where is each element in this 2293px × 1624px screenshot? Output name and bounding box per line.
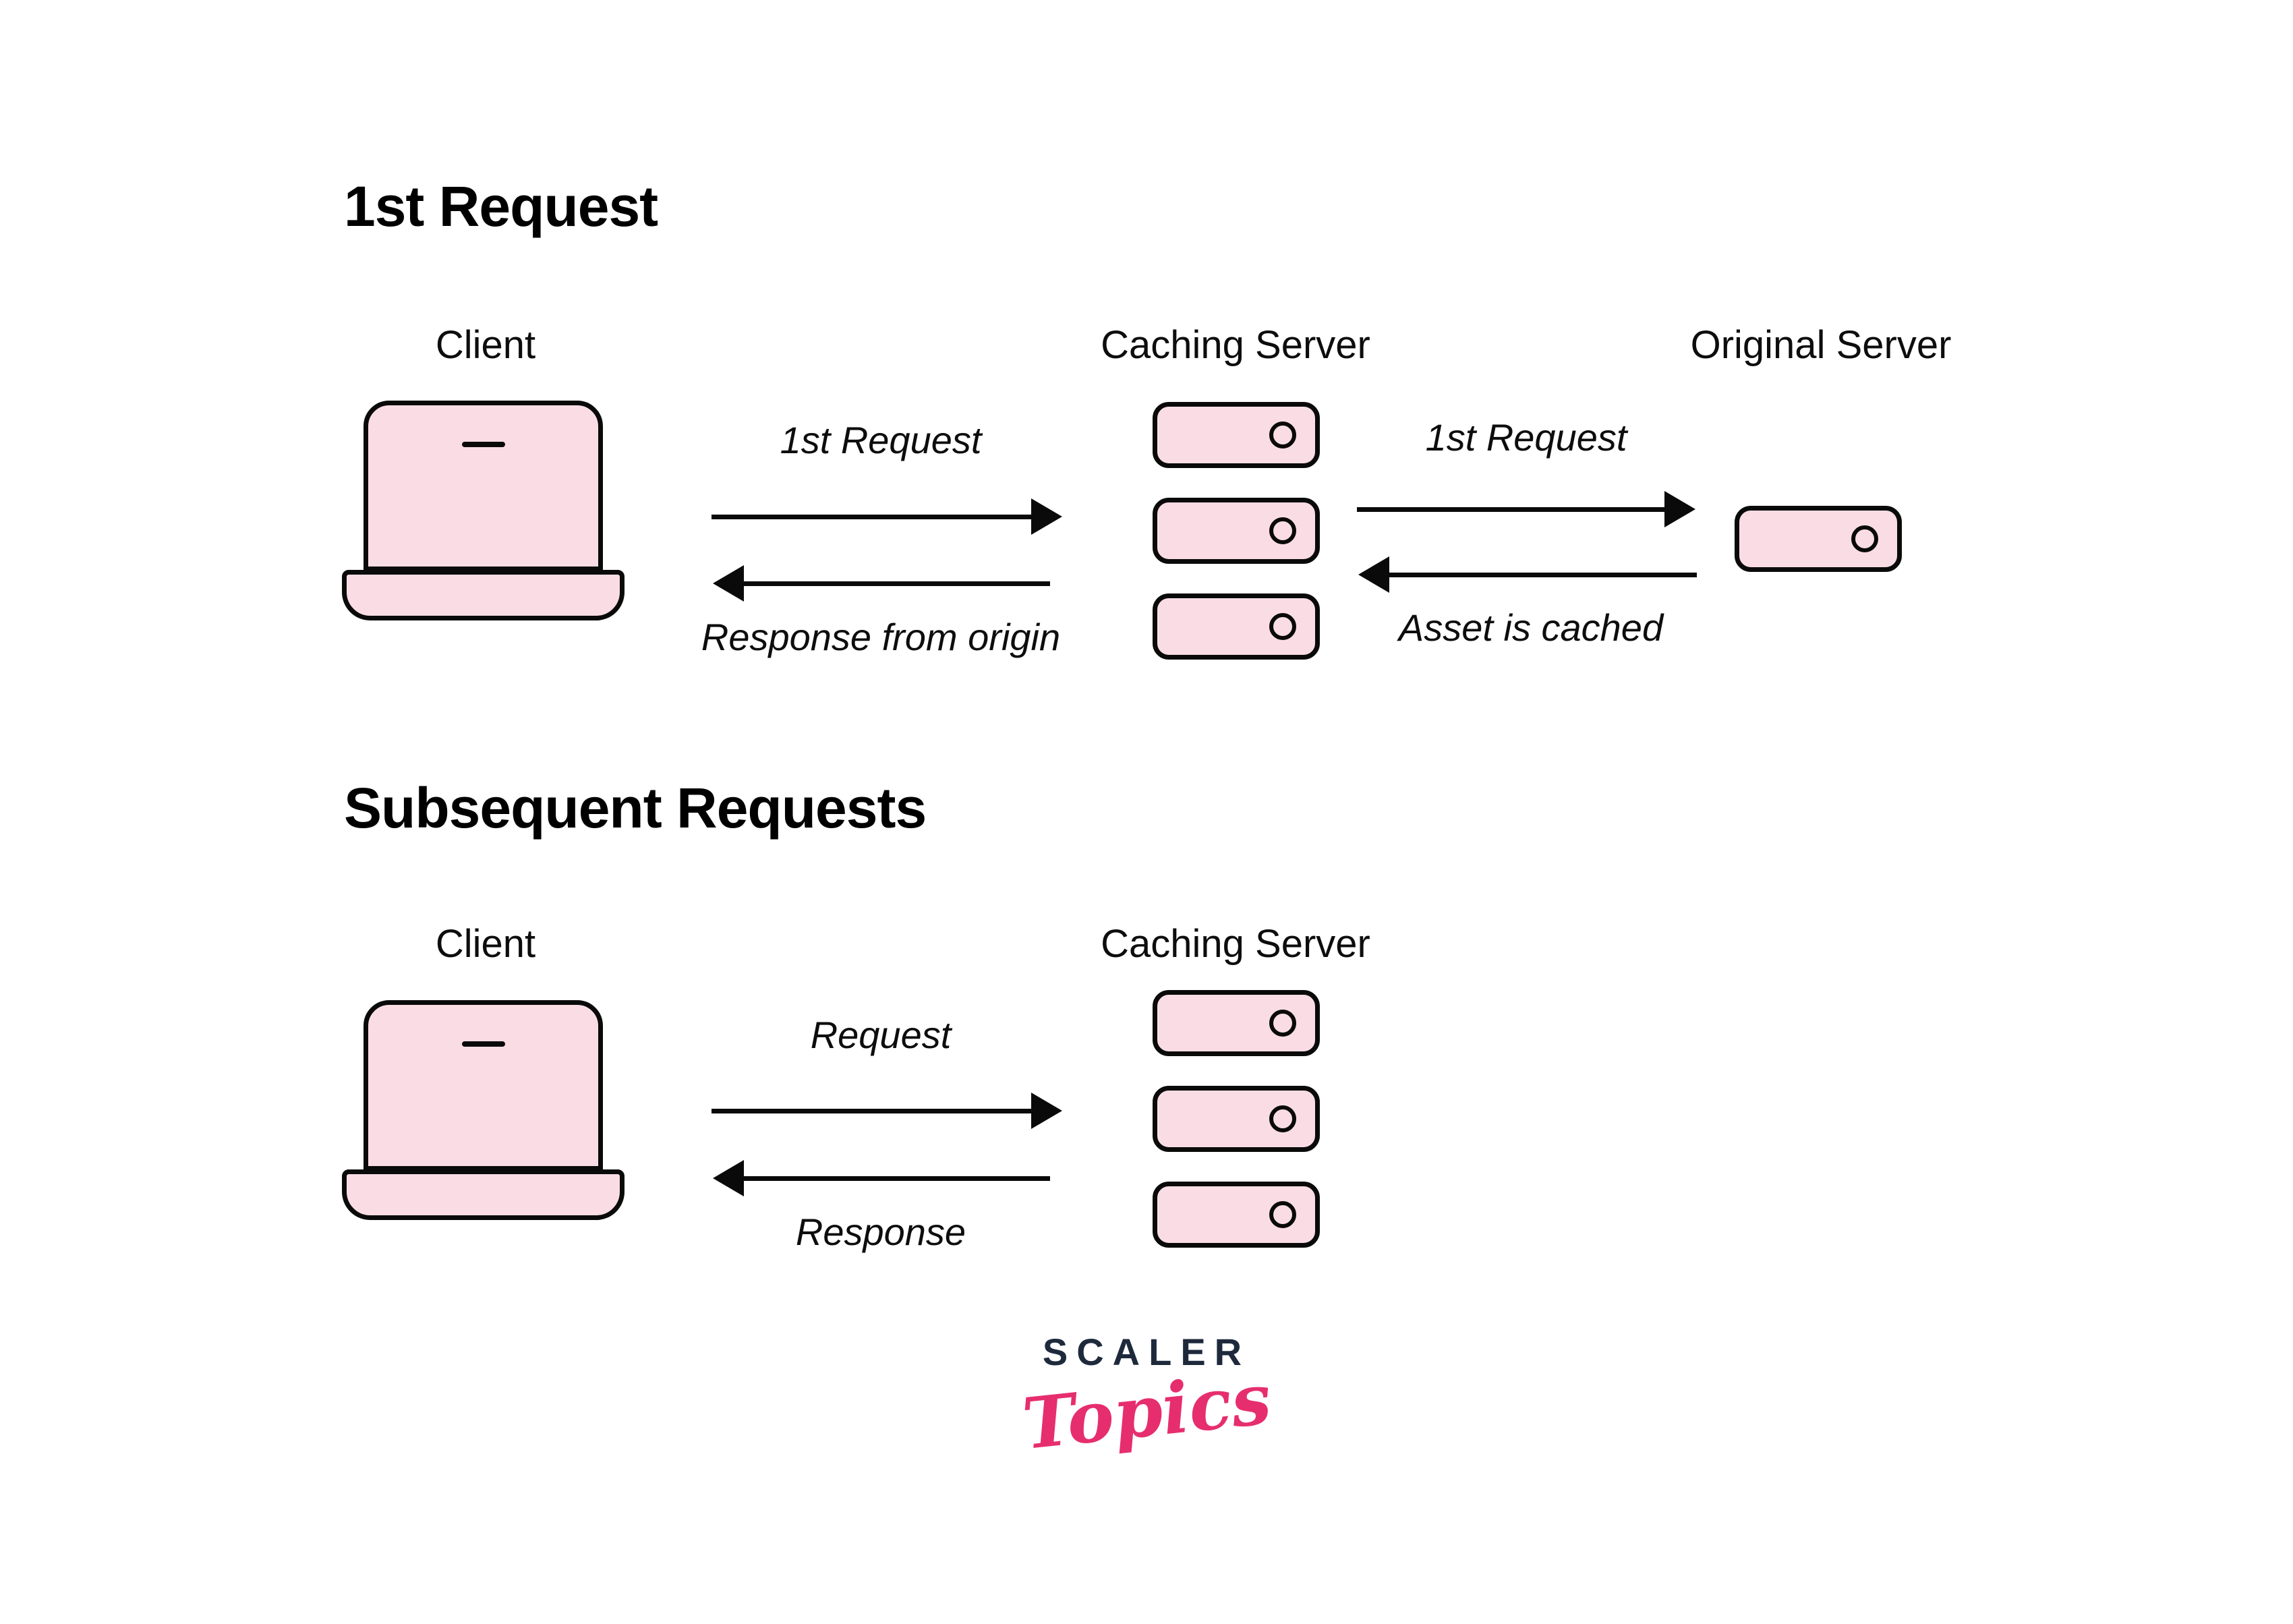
server-led-icon	[1269, 517, 1296, 544]
laptop-screen	[364, 1000, 603, 1171]
section-first-title: 1st Request	[344, 175, 658, 238]
origin-request-arrow-icon	[1357, 490, 1695, 528]
client-label: Client	[435, 922, 536, 966]
caching-server-unit	[1153, 402, 1320, 468]
arrowhead-icon	[713, 565, 744, 602]
server-led-icon	[1269, 1010, 1296, 1037]
original-server-label: Original Server	[1690, 323, 1952, 367]
original-server-unit	[1735, 506, 1902, 572]
client-laptop-icon	[342, 1000, 625, 1220]
request-arrow-icon	[712, 1092, 1062, 1130]
arrow-line	[738, 1176, 1050, 1181]
laptop-base	[342, 1169, 625, 1220]
response-from-origin-label: Response from origin	[701, 616, 1061, 658]
asset-cached-arrow-icon	[1358, 556, 1697, 593]
server-led-icon	[1269, 1201, 1296, 1228]
first-request-arrow-label: 1st Request	[780, 419, 982, 461]
caching-server-unit	[1153, 990, 1320, 1056]
logo-sub-brand-text: Topics	[1018, 1357, 1275, 1466]
arrow-line	[712, 1108, 1037, 1113]
caching-server-label: Caching Server	[1101, 323, 1370, 367]
arrowhead-icon	[713, 1160, 744, 1196]
server-led-icon	[1851, 525, 1878, 552]
arrowhead-icon	[1031, 1093, 1062, 1129]
caching-server-unit	[1153, 1086, 1320, 1152]
laptop-camera-dash	[461, 1041, 505, 1047]
arrowhead-icon	[1358, 556, 1389, 593]
server-led-icon	[1269, 1105, 1296, 1132]
client-laptop-icon	[342, 401, 625, 620]
server-led-icon	[1269, 422, 1296, 448]
response-arrow-label: Response	[795, 1211, 966, 1253]
asset-cached-label: Asset is cached	[1398, 606, 1664, 649]
arrow-line	[712, 514, 1037, 519]
caching-server-unit	[1153, 498, 1320, 564]
caching-server-unit	[1153, 593, 1320, 660]
laptop-camera-dash	[461, 442, 505, 447]
logo-brand-text: SCALER	[1042, 1331, 1251, 1373]
response-arrow-icon	[713, 564, 1050, 602]
request-arrow-label: Request	[810, 1014, 952, 1056]
origin-request-arrow-label: 1st Request	[1425, 416, 1627, 459]
arrow-line	[738, 581, 1050, 586]
caching-server-label: Caching Server	[1101, 922, 1370, 966]
scaler-topics-logo: SCALER Topics	[910, 1330, 1383, 1466]
laptop-screen	[364, 401, 603, 571]
request-arrow-icon	[712, 498, 1062, 535]
server-led-icon	[1269, 613, 1296, 640]
caching-server-unit	[1153, 1182, 1320, 1248]
arrowhead-icon	[1031, 498, 1062, 535]
client-label: Client	[435, 323, 536, 367]
arrow-line	[1357, 506, 1670, 512]
arrow-line	[1384, 572, 1697, 577]
arrowhead-icon	[1664, 491, 1695, 527]
section-subsequent-title: Subsequent Requests	[344, 776, 927, 840]
laptop-base	[342, 570, 625, 620]
response-arrow-icon	[713, 1159, 1050, 1197]
